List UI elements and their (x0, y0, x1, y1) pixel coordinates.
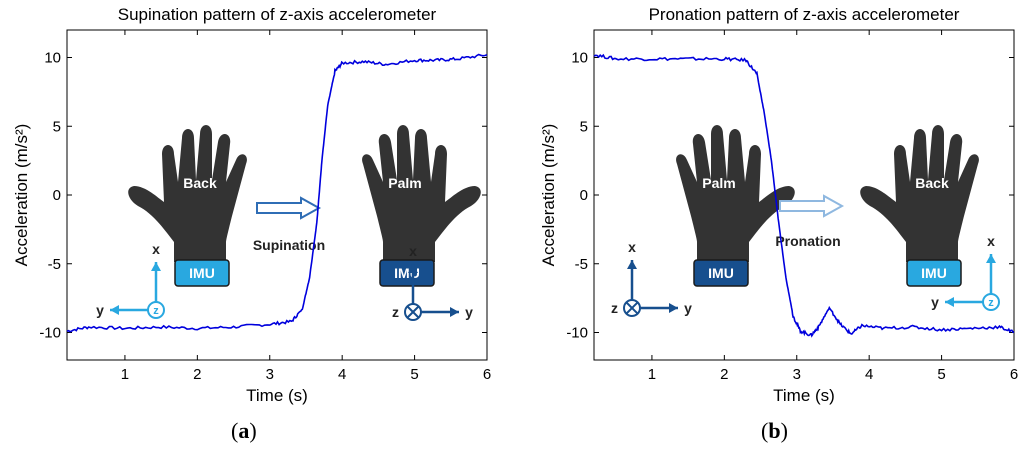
imu-b-left-badge (693, 259, 749, 287)
axis-b-left-z-cross-b (625, 301, 639, 315)
hand-b-right-icon (860, 125, 979, 262)
x-tick-label-b-5: 5 (937, 366, 945, 383)
axis-b-left-y-arrow-head (669, 303, 678, 313)
transition-label-b: Pronation (775, 233, 840, 249)
x-tick-label-b-2: 2 (720, 366, 728, 383)
axis-a-right-z-label: z (392, 304, 399, 320)
panel-label-a: (a) (231, 418, 257, 443)
hand-b-left-icon (676, 125, 795, 262)
axis-a-left-y-arrow-head (110, 305, 119, 315)
x-tick-label-a-3: 3 (266, 366, 274, 383)
hand-a-left-label: Back (183, 175, 217, 191)
y-tick-label-a-5: 5 (53, 118, 61, 135)
y-axis-label-b: Acceleration (m/s²) (539, 124, 558, 267)
y-tick-label-a--5: -5 (48, 256, 61, 273)
y-tick-label-b--5: -5 (575, 256, 588, 273)
transition-arrow-b (779, 194, 845, 218)
axis-a-left-y-label: y (96, 302, 104, 318)
axis-b-left-y-label: y (684, 300, 692, 316)
x-tick-label-b-1: 1 (648, 366, 656, 383)
y-tick-label-a--10: -10 (39, 325, 61, 342)
x-tick-label-b-4: 4 (865, 366, 873, 383)
y-axis-label-a: Acceleration (m/s²) (12, 124, 31, 267)
x-tick-label-a-1: 1 (121, 366, 129, 383)
hand-a-right-icon (362, 125, 481, 262)
y-tick-label-b-5: 5 (580, 118, 588, 135)
x-tick-label-b-6: 6 (1010, 366, 1018, 383)
chart-title-a: Supination pattern of z-axis acceleromet… (118, 5, 437, 24)
axis-b-right-z-inner: z (988, 297, 994, 309)
chart-title-b: Pronation pattern of z-axis acceleromete… (649, 5, 960, 24)
axis-b-right-y-label: y (931, 294, 939, 310)
axis-a-right-y-arrow-head (450, 307, 459, 317)
hand-a-right-label: Palm (388, 175, 421, 191)
transition-label-a: Supination (253, 237, 325, 253)
axis-b-left-x-arrow-head (627, 260, 637, 269)
x-axis-label-b: Time (s) (773, 386, 835, 405)
axis-b-left-x-label: x (628, 239, 636, 255)
imu-b-right-badge (906, 259, 962, 287)
x-axis-label-a: Time (s) (246, 386, 308, 405)
axis-a-left-z-icon (147, 301, 165, 319)
y-tick-label-b-10: 10 (571, 50, 588, 67)
x-tick-label-a-2: 2 (193, 366, 201, 383)
imu-a-left-label: IMU (189, 265, 215, 281)
hand-b-right-label: Back (915, 175, 949, 191)
imu-b-right-label: IMU (921, 265, 947, 281)
imu-a-right-badge (379, 259, 435, 287)
x-tick-label-b-3: 3 (793, 366, 801, 383)
imu-a-left-badge (174, 259, 230, 287)
y-tick-label-a-10: 10 (44, 50, 61, 67)
axis-a-right-x-label: x (409, 243, 417, 259)
axis-a-left-z-inner: z (153, 305, 159, 317)
axis-a-right-y-label: y (465, 304, 473, 320)
transition-arrow-a (256, 196, 322, 220)
x-tick-label-a-5: 5 (410, 366, 418, 383)
axis-a-left-x-label: x (152, 241, 160, 257)
chart-b: Pronation pattern of z-axis acceleromete… (539, 5, 1018, 405)
axis-a-right-z-cross-b (406, 305, 420, 319)
y-tick-label-a-0: 0 (53, 187, 61, 204)
panel-label-b: (b) (761, 418, 788, 443)
hand-a-left-icon (128, 125, 247, 262)
y-tick-label-b-0: 0 (580, 187, 588, 204)
x-tick-label-a-4: 4 (338, 366, 346, 383)
series-line-a-0 (66, 53, 488, 333)
axis-a-right-x-arrow-head (408, 264, 418, 273)
axis-a-left-x-arrow-head (151, 262, 161, 271)
y-tick-label-b--10: -10 (566, 325, 588, 342)
axis-b-right-x-label: x (987, 233, 995, 249)
series-line-b-0 (593, 53, 1015, 338)
hand-b-left-label: Palm (702, 175, 735, 191)
axis-b-left-z-label: z (611, 300, 618, 316)
x-tick-label-a-6: 6 (483, 366, 491, 383)
imu-b-left-label: IMU (708, 265, 734, 281)
axis-b-right-y-arrow-head (945, 297, 954, 307)
axis-b-right-z-icon (982, 293, 1000, 311)
chart-a: Supination pattern of z-axis acceleromet… (12, 5, 491, 405)
axis-b-right-x-arrow-head (986, 254, 996, 263)
